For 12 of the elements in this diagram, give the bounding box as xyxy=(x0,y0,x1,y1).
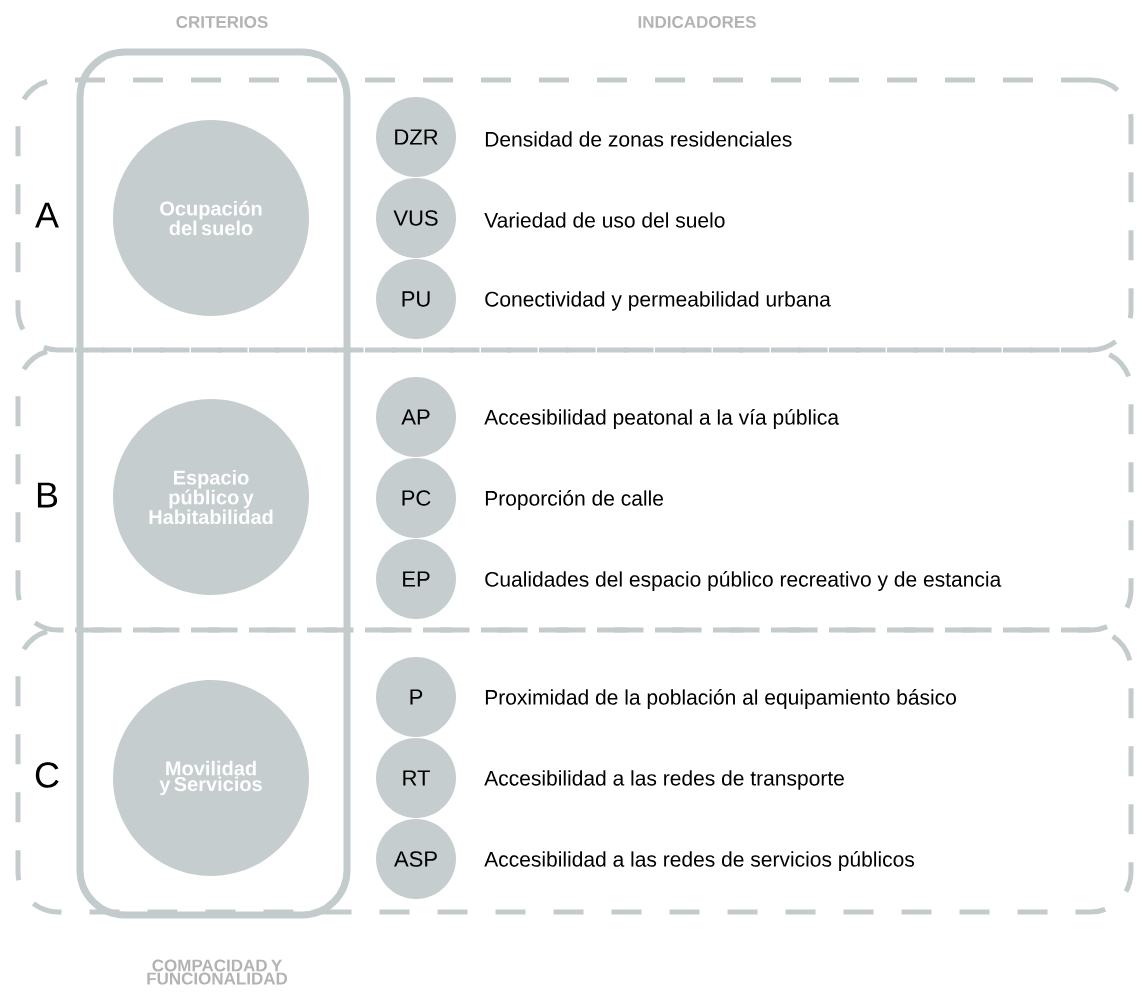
indicator-text: Cualidades del espacio público recreativo y de estancia xyxy=(485,571,1002,591)
column-heading: INDICADORES xyxy=(638,16,756,29)
indicator-text: Densidad de zonas residenciales xyxy=(485,131,792,147)
indicator-text: Accesibilidad a las redes de transporte xyxy=(484,770,844,790)
indicator-text: Proporción de calle xyxy=(485,490,663,510)
column-heading: CRITERIOS xyxy=(176,16,268,29)
node-label: COMPACIDAD Y FUNCIONALIDAD xyxy=(147,959,288,985)
indicator-text: Proximidad de la población al equipamiento básico xyxy=(485,689,956,709)
indicator-text: Variedad de uso del suelo xyxy=(484,212,725,228)
indicator-text: Accesibilidad peatonal a la vía pública xyxy=(484,409,840,429)
indicator-text: Conectividad y permeabilidad urbana xyxy=(485,291,831,311)
indicator-text: Accesibilidad a las redes de servicios públicos xyxy=(484,851,915,871)
